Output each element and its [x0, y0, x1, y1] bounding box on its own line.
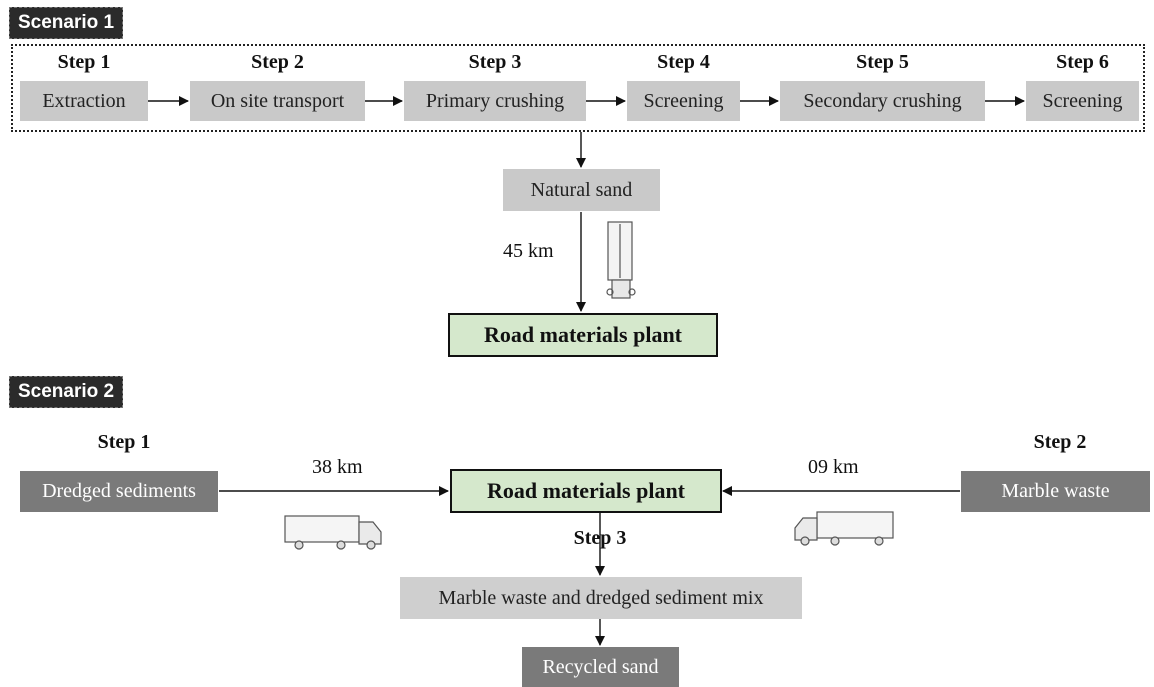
step-3-label: Step 3	[468, 51, 522, 73]
step-1-label-s2: Step 1	[97, 431, 151, 453]
primary-crushing-box: Primary crushing	[404, 81, 586, 121]
step-1-label: Step 1	[57, 51, 111, 73]
scenario-1-process-frame	[11, 44, 1145, 132]
step-4-label: Step 4	[657, 51, 710, 73]
scenario-2-tag: Scenario 2	[9, 376, 124, 408]
distance-label-45: 45 km	[503, 240, 554, 262]
road-materials-plant-box-2: Road materials plant	[450, 469, 722, 513]
distance-label-09: 09 km	[808, 456, 859, 478]
road-materials-plant-box-1: Road materials plant	[448, 313, 718, 357]
truck-icon	[606, 221, 636, 299]
marble-waste-box: Marble waste	[961, 471, 1150, 512]
step-2-label: Step 2	[251, 51, 304, 73]
extraction-box: Extraction	[20, 81, 148, 121]
step-5-label: Step 5	[856, 51, 909, 73]
screening-box-2: Screening	[1026, 81, 1139, 121]
natural-sand-box: Natural sand	[503, 169, 660, 211]
truck-icon	[284, 515, 382, 550]
mix-box: Marble waste and dredged sediment mix	[400, 577, 802, 619]
scenario-1-tag: Scenario 1	[9, 7, 124, 39]
truck-icon	[794, 511, 894, 546]
distance-label-38: 38 km	[312, 456, 363, 478]
recycled-sand-box: Recycled sand	[522, 647, 679, 687]
secondary-crushing-box: Secondary crushing	[780, 81, 985, 121]
step-6-label: Step 6	[1056, 51, 1109, 73]
step-2-label-s2: Step 2	[1033, 431, 1087, 453]
dredged-sediments-box: Dredged sediments	[20, 471, 218, 512]
on-site-transport-box: On site transport	[190, 81, 365, 121]
step-3-label-s2: Step 3	[573, 527, 627, 549]
screening-box-1: Screening	[627, 81, 740, 121]
